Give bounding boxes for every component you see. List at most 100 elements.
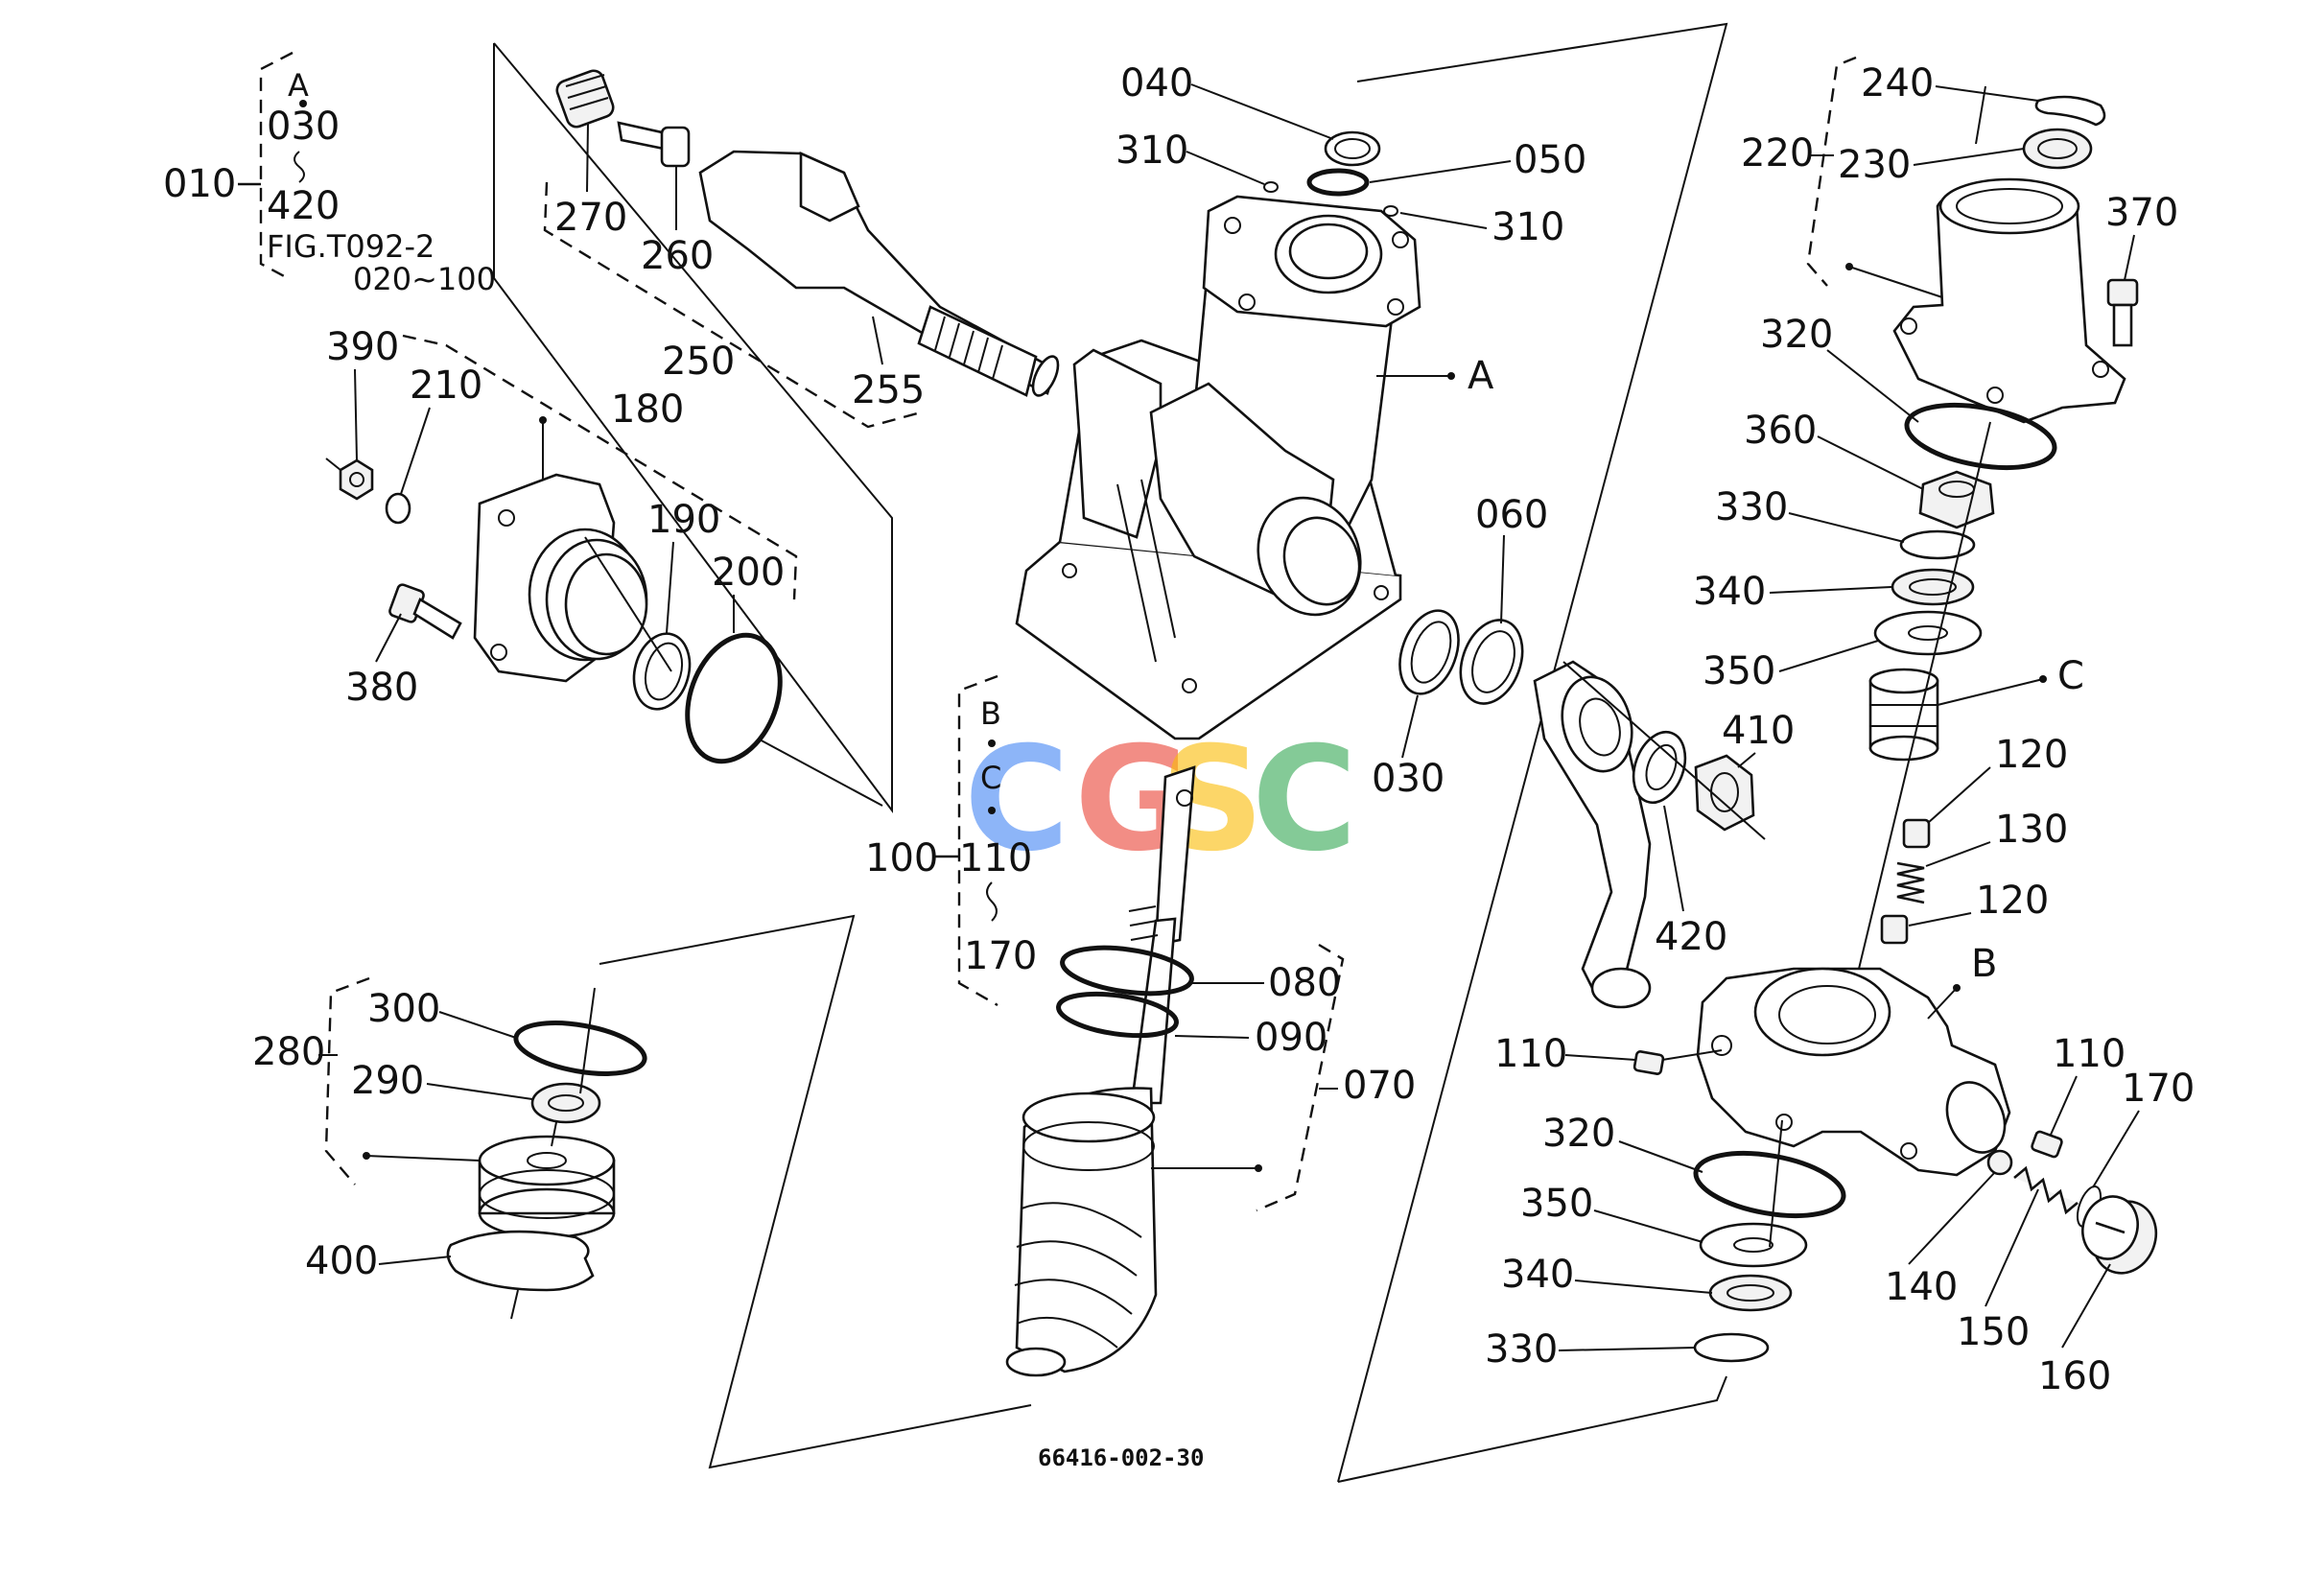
nut-360 [1918, 470, 1995, 529]
washer-420 [1632, 730, 1687, 805]
spring-150 [2013, 1165, 2079, 1215]
label-330-a: 330 [1715, 485, 1788, 529]
label-030: 030 [1372, 757, 1445, 801]
washer-350-a [1873, 610, 1983, 656]
bolt-370 [2106, 278, 2139, 347]
washer-330-a [1899, 529, 1976, 560]
label-360: 360 [1744, 409, 1817, 453]
label-200: 200 [712, 551, 785, 595]
shaft-255 [698, 150, 1060, 397]
washer-330-b [1693, 1332, 1770, 1363]
worm-shaft [1005, 765, 1196, 1377]
group-100-to: 170 [964, 934, 1037, 978]
label-220: 220 [1741, 131, 1814, 176]
bearing-340-b [1708, 1274, 1793, 1312]
watermark-letter-4: C [1252, 716, 1357, 883]
label-300: 300 [367, 987, 440, 1031]
label-190: 190 [647, 498, 720, 542]
washer-210 [385, 492, 411, 525]
label-250: 250 [662, 340, 735, 384]
group-100-marker-b: B [980, 695, 1001, 732]
label-340-a: 340 [1693, 570, 1766, 614]
label-230: 230 [1838, 143, 1911, 187]
oring-320-a [1904, 402, 2057, 471]
group-100-bracket: 100 B C 110 170 [865, 674, 1037, 1007]
oring-090 [1056, 991, 1179, 1039]
side-cover-assembly: 390 210 180 190 200 380 [325, 325, 883, 807]
valve-body-b [1696, 967, 2011, 1177]
label-080: 080 [1268, 961, 1341, 1005]
check-ball-140 [1986, 1149, 2013, 1176]
bolt-380 [388, 583, 462, 640]
piston-280 [478, 1135, 616, 1239]
spacer-120-a [1902, 818, 1931, 849]
plug-110-a [1633, 1050, 1665, 1075]
label-410: 410 [1722, 709, 1795, 753]
label-120-a: 120 [1995, 733, 2068, 777]
label-390: 390 [326, 325, 399, 369]
pitman-arm [1533, 660, 1652, 1009]
label-110-a: 110 [1494, 1032, 1567, 1076]
bearing-230 [2022, 128, 2093, 170]
label-060: 060 [1475, 493, 1548, 537]
label-140: 140 [1885, 1265, 1958, 1309]
valve-body-assembly: 120 130 120 B 110 110 170 320 350 340 33… [1485, 733, 2195, 1398]
group-010-bracket: 010 A 030 420 FIG.T092-2 020~100 [163, 51, 496, 297]
plug-160 [2081, 1195, 2158, 1275]
top-cover-assembly: 240 220 230 370 320 360 330 340 350 C [1693, 56, 2178, 1042]
oring-200 [685, 632, 783, 764]
plug-110-b [2031, 1130, 2063, 1159]
label-a-marker: A [1468, 354, 1494, 398]
gear-housing [1015, 195, 1421, 740]
spring-130 [1896, 861, 1925, 904]
piston-c [1868, 668, 1939, 762]
nut-410 [1694, 754, 1755, 832]
label-350-b: 350 [1520, 1182, 1593, 1226]
label-330-b: 330 [1485, 1327, 1558, 1372]
label-260: 260 [641, 234, 714, 278]
oring-300 [513, 1021, 647, 1076]
group-100-marker-c: C [980, 760, 1001, 796]
label-120-b: 120 [1976, 879, 2049, 923]
label-270: 270 [554, 196, 627, 240]
label-420: 420 [1655, 915, 1727, 959]
label-c-marker: C [2057, 654, 2084, 698]
label-070: 070 [1343, 1064, 1416, 1108]
bearing-340-a [1891, 568, 1975, 606]
group-100-number: 100 [865, 836, 938, 880]
label-110-b: 110 [2053, 1032, 2126, 1076]
group-010-ref-range: 020~100 [353, 261, 496, 297]
label-280: 280 [252, 1030, 325, 1074]
top-cover-220 [1892, 177, 2126, 424]
plug-270 [555, 69, 615, 129]
label-290: 290 [351, 1059, 424, 1103]
input-shaft-assembly: 270 260 250 255 [543, 69, 1060, 429]
oring-080 [1060, 945, 1194, 997]
label-050: 050 [1514, 138, 1586, 182]
lower-piston-assembly: 300 280 290 400 [252, 976, 647, 1320]
label-240: 240 [1861, 61, 1934, 106]
pin-310-b [1383, 205, 1398, 217]
seal-030 [1398, 609, 1460, 695]
group-010-ref: FIG.T092-2 [267, 228, 435, 265]
group-010-from: 030 [267, 105, 340, 149]
label-310-a: 310 [1116, 129, 1188, 173]
seal-290 [530, 1082, 601, 1124]
pin-310-a [1263, 181, 1279, 193]
snap-ring-240 [2034, 95, 2106, 127]
label-210: 210 [410, 364, 482, 408]
seal-060 [1459, 619, 1524, 705]
label-350-a: 350 [1703, 649, 1775, 693]
washer-350-b [1699, 1222, 1808, 1268]
housing-callouts: 040 310 050 310 A [1116, 61, 1586, 398]
group-010-marker: A [288, 67, 309, 104]
label-400: 400 [305, 1239, 378, 1283]
group-010-number: 010 [163, 162, 236, 206]
oring-320-b [1693, 1150, 1846, 1219]
label-b-marker: B [1971, 942, 1997, 986]
label-340-b: 340 [1501, 1253, 1574, 1297]
cover-180 [473, 473, 648, 683]
label-310-b: 310 [1492, 205, 1564, 249]
label-170: 170 [2122, 1067, 2195, 1111]
